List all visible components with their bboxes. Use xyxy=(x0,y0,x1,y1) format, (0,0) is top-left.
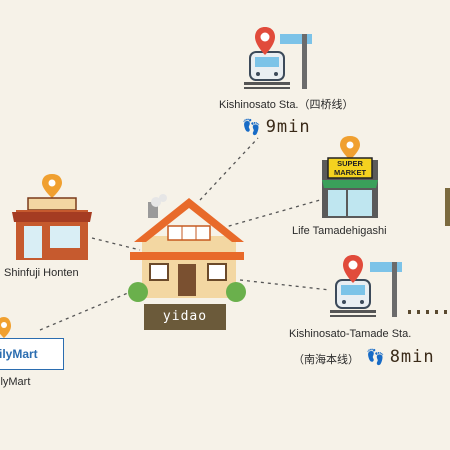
home-name-badge: yidao xyxy=(144,304,226,330)
location-pin-icon xyxy=(343,255,363,283)
location-pin-icon xyxy=(255,27,275,55)
train-station-icon xyxy=(244,34,312,89)
connector-to-station-top xyxy=(199,137,259,201)
connector-to-familymart xyxy=(39,289,136,331)
shop-icon xyxy=(12,174,92,260)
house-icon xyxy=(128,194,246,302)
supermarket-icon: SUPER MARKET xyxy=(322,136,378,218)
footprints-icon: 👣 xyxy=(366,348,386,366)
station-bottom-line: （南海本线） xyxy=(293,354,359,366)
familymart-logo: ilyMart xyxy=(0,338,64,370)
footprints-icon: 👣 xyxy=(242,118,262,136)
supermarket-sign-top: SUPER xyxy=(337,159,363,168)
location-pin-icon xyxy=(0,317,11,338)
supermarket-sign-bottom: MARKET xyxy=(334,168,366,177)
supermarket-label: Life Tamadehigashi xyxy=(292,225,387,237)
connector-to-station-bottom xyxy=(239,279,331,291)
station-bottom-walk-time: 👣8min xyxy=(366,347,435,367)
walk-time-text: 9min xyxy=(265,117,311,137)
station-top-walk-time: 👣9min xyxy=(242,117,311,137)
train-station-icon xyxy=(330,262,402,317)
edge-marker xyxy=(445,188,450,226)
familymart-label: ilyMart xyxy=(0,376,31,388)
connector-to-supermarket xyxy=(221,199,321,229)
station-top-label: Kishinosato Sta.（四桥线） xyxy=(219,99,354,111)
connector-to-shinfuji xyxy=(91,237,141,251)
shinfuji-label: Shinfuji Honten xyxy=(4,267,79,279)
station-bottom-label: Kishinosato-Tamade Sta. xyxy=(289,328,412,340)
walk-time-text: 8min xyxy=(389,347,435,367)
